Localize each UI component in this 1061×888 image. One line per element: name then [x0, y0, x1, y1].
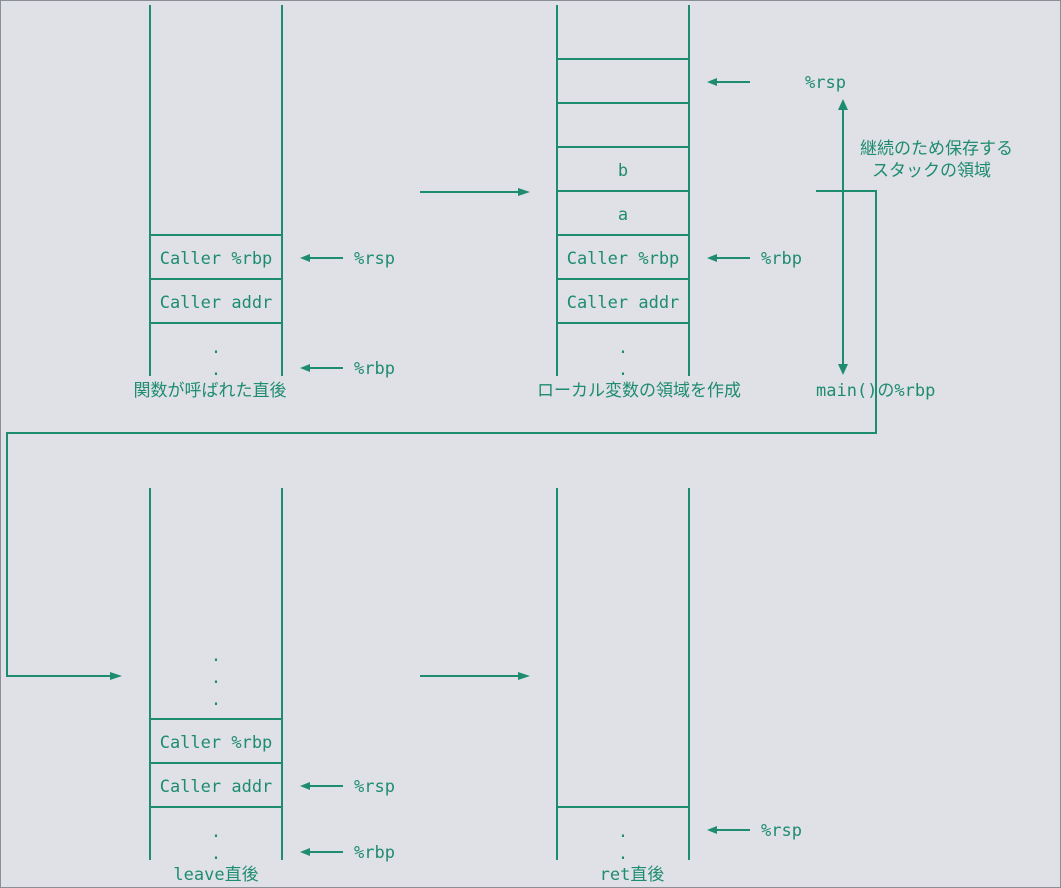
stack-dots: .	[211, 360, 221, 380]
stack-cell-caller-addr: Caller addr	[567, 293, 680, 313]
transition-connector	[6, 190, 877, 680]
arrow-head-icon	[707, 826, 717, 834]
transition-arrow	[420, 672, 530, 680]
panel-local-vars: b a Caller %rbp Caller addr . . ローカル変数の領…	[537, 5, 1013, 401]
panel-caption: ローカル変数の領域を作成	[537, 381, 741, 401]
stack-cell-var-a: a	[618, 205, 628, 225]
transition-arrow	[420, 188, 530, 196]
stack-dots: .	[211, 646, 221, 666]
arrow-head-icon	[300, 254, 310, 262]
stack-cell-caller-addr: Caller addr	[160, 777, 273, 797]
arrow-head-icon	[300, 848, 310, 856]
stack-cell-caller-rbp: Caller %rbp	[567, 249, 680, 269]
arrow-head-icon	[300, 364, 310, 372]
panel-after-leave: . . . Caller %rbp Caller addr . . leave直…	[149, 488, 395, 885]
pointer-label-rsp: %rsp	[761, 821, 802, 841]
stack-dots: .	[618, 338, 628, 358]
arrow-head-icon	[707, 254, 717, 262]
stack-dots: .	[211, 668, 221, 688]
stack-dots: .	[211, 822, 221, 842]
stack-dots: .	[211, 844, 221, 864]
pointer-label-rsp: %rsp	[354, 777, 395, 797]
arrow-up-icon	[838, 99, 848, 110]
pointer-label-rsp: %rsp	[354, 249, 395, 269]
stack-dots: .	[211, 690, 221, 710]
pointer-label-rsp: %rsp	[805, 73, 846, 93]
arrow-head-icon	[110, 672, 122, 680]
annotation-line-1: 継続のため保存する	[860, 139, 1013, 159]
stack-dots: .	[618, 360, 628, 380]
arrow-head-icon	[300, 782, 310, 790]
stack-dots: .	[618, 844, 628, 864]
arrow-head-icon	[707, 78, 717, 86]
arrow-head-icon	[518, 672, 530, 680]
stack-cell-caller-rbp: Caller %rbp	[160, 733, 273, 753]
panel-called: Caller %rbp Caller addr . . 関数が呼ばれた直後 %r…	[134, 5, 395, 401]
stack-cell-caller-addr: Caller addr	[160, 293, 273, 313]
arrow-head-icon	[518, 188, 530, 196]
panel-after-ret: . . ret直後 %rsp	[556, 488, 802, 885]
panel-caption: ret直後	[600, 865, 665, 885]
pointer-label-rbp: %rbp	[761, 249, 802, 269]
stack-dots: .	[211, 338, 221, 358]
pointer-label-rbp: %rbp	[354, 359, 395, 379]
panel-caption: leave直後	[173, 865, 258, 885]
stack-dots: .	[618, 822, 628, 842]
annotation-line-2: スタックの領域	[872, 161, 991, 181]
stack-cell-var-b: b	[618, 161, 628, 181]
panel-caption: 関数が呼ばれた直後	[134, 381, 287, 401]
pointer-label-rbp: %rbp	[354, 843, 395, 863]
arrow-down-icon	[838, 364, 848, 375]
stack-cell-caller-rbp: Caller %rbp	[160, 249, 273, 269]
